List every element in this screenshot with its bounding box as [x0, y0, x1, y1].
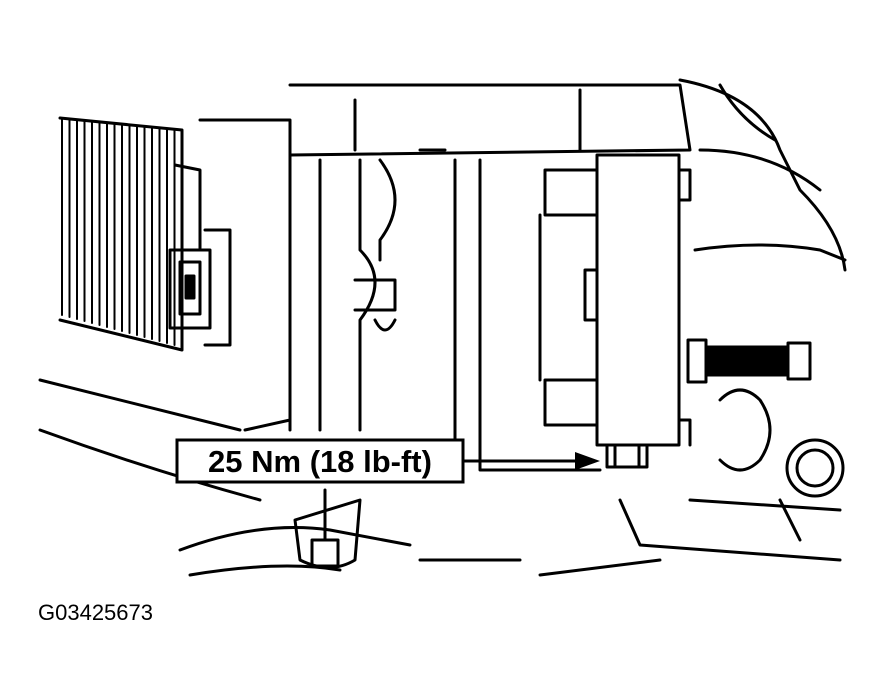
pump-body — [538, 153, 692, 447]
torque-callout-label: 25 Nm (18 lb-ft) — [208, 444, 432, 479]
connector — [168, 163, 232, 347]
radiator-edge — [58, 116, 184, 352]
radiator-fins — [61, 117, 176, 346]
engine-contours — [678, 78, 847, 542]
housing — [198, 83, 692, 472]
figure-id: G03425673 — [38, 600, 153, 625]
arrow-head-icon — [575, 452, 600, 470]
lower-bolt — [605, 443, 649, 469]
lower-contours — [38, 378, 842, 577]
bracket-bolt — [293, 488, 362, 569]
mounting-bolt — [686, 338, 812, 384]
torque-callout: 25 Nm (18 lb-ft) — [175, 438, 600, 484]
